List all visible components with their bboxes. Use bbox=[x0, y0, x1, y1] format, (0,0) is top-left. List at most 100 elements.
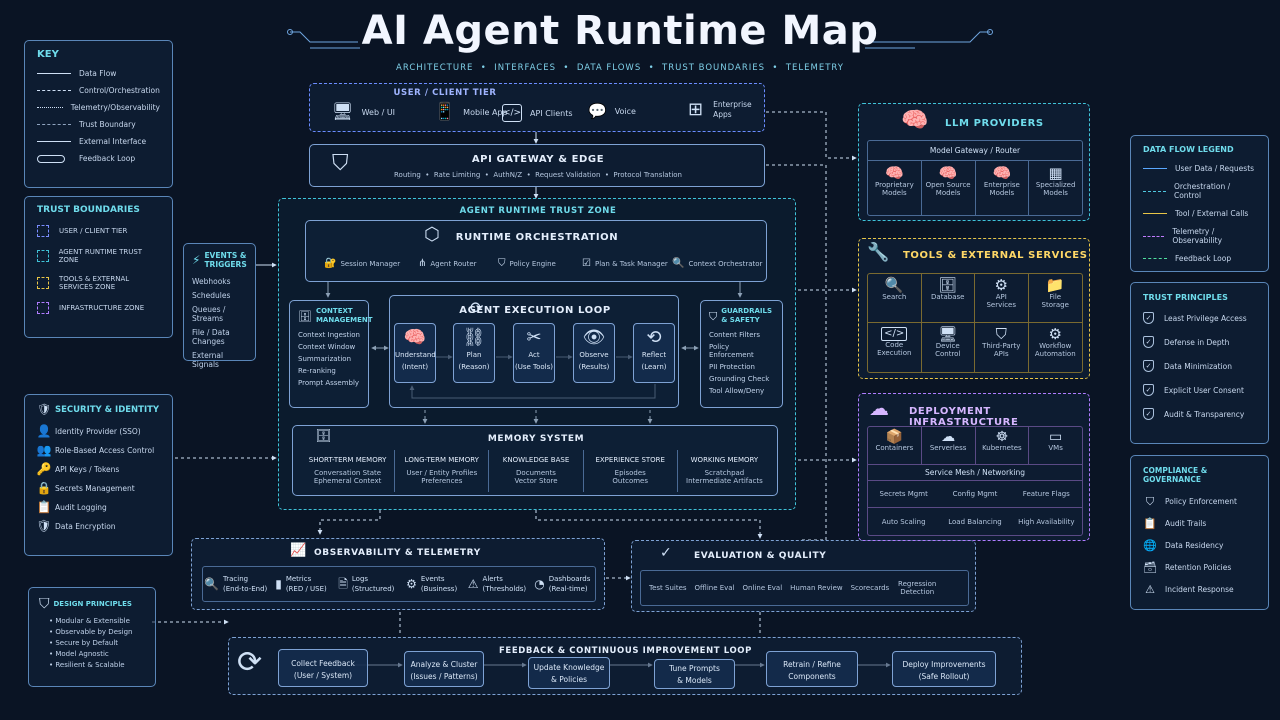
infra-row2: High Availability bbox=[1018, 517, 1075, 526]
security-panel: 🛡SECURITY & IDENTITY 👤Identity Provider … bbox=[24, 394, 173, 556]
chip-icon: ▦ bbox=[1048, 164, 1063, 182]
tools-panel: 🔧 TOOLS & EXTERNAL SERVICES 🔍Search 🗄Dat… bbox=[858, 238, 1090, 379]
key-control: Control/Orchestration bbox=[79, 86, 160, 95]
evaluation-panel: ✓ EVALUATION & QUALITY Test Suites Offli… bbox=[631, 540, 976, 612]
dfl-item: Feedback Loop bbox=[1175, 254, 1232, 263]
orch-item: Context Orchestrator bbox=[688, 260, 763, 268]
tb-user: USER / CLIENT TIER bbox=[59, 227, 128, 235]
security-item: Data Encryption bbox=[55, 521, 116, 531]
tool-item: Database bbox=[931, 293, 965, 301]
client-web[interactable]: Web / UI bbox=[361, 108, 396, 117]
infra-item: Containers bbox=[875, 444, 914, 452]
shield-lock-icon: 🛡 bbox=[36, 519, 52, 533]
dfl-title: DATA FLOW LEGEND bbox=[1143, 145, 1234, 154]
client-enterprise[interactable]: Enterprise Apps bbox=[713, 100, 752, 119]
eye-icon: 👁 bbox=[582, 327, 606, 348]
archive-icon: 🗃 bbox=[1143, 561, 1157, 574]
obs-item: Metrics bbox=[285, 575, 312, 583]
tool-item: Search bbox=[882, 293, 907, 301]
llm-gateway: Model Gateway / Router bbox=[868, 141, 1082, 161]
context-panel: 🗄CONTEXT MANAGEMENT Context Ingestion Co… bbox=[289, 300, 373, 408]
eval-human: Human Review bbox=[790, 584, 843, 592]
infra-panel: ☁ DEPLOYMENT INFRASTRUCTURE 📦Containers … bbox=[858, 393, 1090, 541]
design-panel: ⛉DESIGN PRINCIPLES • Modular & Extensibl… bbox=[28, 587, 156, 687]
compliance-title: COMPLIANCE & GOVERNANCE bbox=[1143, 466, 1208, 484]
shield-icon: 🛡 bbox=[37, 403, 51, 416]
comp-item: Audit Trails bbox=[1165, 519, 1207, 528]
feedback-step: Collect Feedback(User / System) bbox=[278, 649, 368, 687]
tp-title: TRUST PRINCIPLES bbox=[1143, 293, 1228, 302]
lock-icon: 🔒 bbox=[36, 481, 52, 495]
key-title: KEY bbox=[37, 49, 59, 60]
folder-icon: 📁 bbox=[1045, 276, 1065, 294]
gateway-panel: ⛉ API GATEWAY & EDGE Routing • Rate Limi… bbox=[309, 144, 765, 187]
key-trust: Trust Boundary bbox=[79, 120, 136, 129]
user-tier-panel: USER / CLIENT TIER 🖥Web / UI 📱Mobile App… bbox=[309, 83, 765, 132]
clipboard-icon: 📋 bbox=[1143, 517, 1157, 530]
obs-item: Logs bbox=[351, 575, 369, 583]
infra-title: DEPLOYMENT INFRASTRUCTURE bbox=[909, 406, 1019, 428]
shield-check-icon: ⛉ bbox=[39, 596, 50, 612]
shield-check-icon: ✓ bbox=[1143, 384, 1154, 396]
tp-item: Data Minimization bbox=[1164, 361, 1232, 371]
tp-item: Least Privilege Access bbox=[1164, 313, 1247, 323]
tool-item: API bbox=[995, 293, 1007, 301]
client-voice[interactable]: Voice bbox=[614, 107, 636, 116]
wrench-icon: 🔧 bbox=[867, 242, 890, 263]
session-icon: 🔐 bbox=[324, 258, 337, 269]
design-item: • Secure by Default bbox=[49, 639, 119, 647]
shield-check-icon: ✓ bbox=[1143, 408, 1154, 420]
shield-icon: ⛉ bbox=[995, 325, 1007, 343]
orchestration-title: RUNTIME ORCHESTRATION bbox=[455, 232, 619, 243]
gear-icon: ⚙ bbox=[994, 276, 1008, 294]
feedback-title: FEEDBACK & CONTINUOUS IMPROVEMENT LOOP bbox=[499, 646, 752, 656]
key-data-flow: Data Flow bbox=[79, 69, 117, 78]
security-item: Identity Provider (SSO) bbox=[55, 426, 141, 436]
shield-check-icon: ✓ bbox=[1143, 336, 1154, 348]
event-item: Schedules bbox=[192, 291, 231, 300]
brain-icon: 🧠 bbox=[938, 164, 958, 182]
events-panel: ⚡EVENTS & TRIGGERS Webhooks Schedules Qu… bbox=[183, 243, 256, 369]
obs-item: Alerts bbox=[482, 575, 503, 583]
key-feedback: Feedback Loop bbox=[79, 154, 136, 163]
client-mobile[interactable]: Mobile App bbox=[463, 108, 508, 117]
comp-item: Data Residency bbox=[1165, 541, 1224, 550]
cycle-icon: ⟲ bbox=[646, 327, 662, 348]
design-title: DESIGN PRINCIPLES bbox=[53, 600, 132, 608]
loop-title: AGENT EXECUTION LOOP bbox=[459, 305, 611, 316]
client-api[interactable]: API Clients bbox=[530, 108, 573, 118]
event-item: External Signals bbox=[192, 351, 224, 369]
database-icon: 🗄 bbox=[315, 429, 332, 444]
tool-item: Code bbox=[885, 341, 904, 349]
users-icon: 👥 bbox=[36, 443, 52, 457]
shield-plus-icon: ⛉ bbox=[332, 151, 349, 176]
context-item: Prompt Assembly bbox=[298, 379, 360, 387]
cube-icon: ⬡ bbox=[424, 224, 440, 245]
key-telemetry: Telemetry/Observability bbox=[70, 103, 160, 112]
gear-icon: ⚙ bbox=[406, 577, 417, 591]
eval-test-suites: Test Suites bbox=[649, 584, 687, 592]
tb-infra: INFRASTRUCTURE ZONE bbox=[59, 304, 145, 312]
observability-title: OBSERVABILITY & TELEMETRY bbox=[314, 548, 481, 558]
globe-icon: 🌐 bbox=[1143, 539, 1157, 552]
bar-chart-icon: ▮ bbox=[275, 577, 282, 591]
infra-row1: Feature Flags bbox=[1022, 490, 1070, 498]
check-circle-icon: ✓ bbox=[660, 545, 672, 561]
cloud-icon: ☁ bbox=[869, 396, 889, 420]
llm-panel: 🧠 LLM PROVIDERS Model Gateway / Router 🧠… bbox=[858, 103, 1090, 221]
context-title: CONTEXT MANAGEMENT bbox=[315, 307, 373, 324]
llm-title: LLM PROVIDERS bbox=[945, 118, 1044, 129]
feedback-step: Tune Prompts& Models bbox=[654, 659, 735, 689]
dfl-item: User Data / Requests bbox=[1175, 164, 1255, 173]
orch-item: Session Manager bbox=[340, 260, 401, 268]
design-item: • Modular & Extensible bbox=[49, 617, 130, 625]
context-item: Context Window bbox=[298, 343, 356, 351]
guardrail-item: Grounding Check bbox=[709, 375, 770, 383]
guardrails-panel: ⛉GUARDRAILS & SAFETY Content Filters Pol… bbox=[700, 300, 783, 408]
infra-item: VMs bbox=[1048, 444, 1063, 452]
loop-step-understand: 🧠Understand(Intent) bbox=[394, 323, 436, 383]
orchestration-panel: ⬡ RUNTIME ORCHESTRATION 🔐Session Manager… bbox=[305, 220, 767, 282]
obs-item: Tracing bbox=[223, 575, 249, 583]
memory-title: MEMORY SYSTEM bbox=[487, 434, 585, 444]
security-item: Secrets Management bbox=[55, 483, 135, 493]
